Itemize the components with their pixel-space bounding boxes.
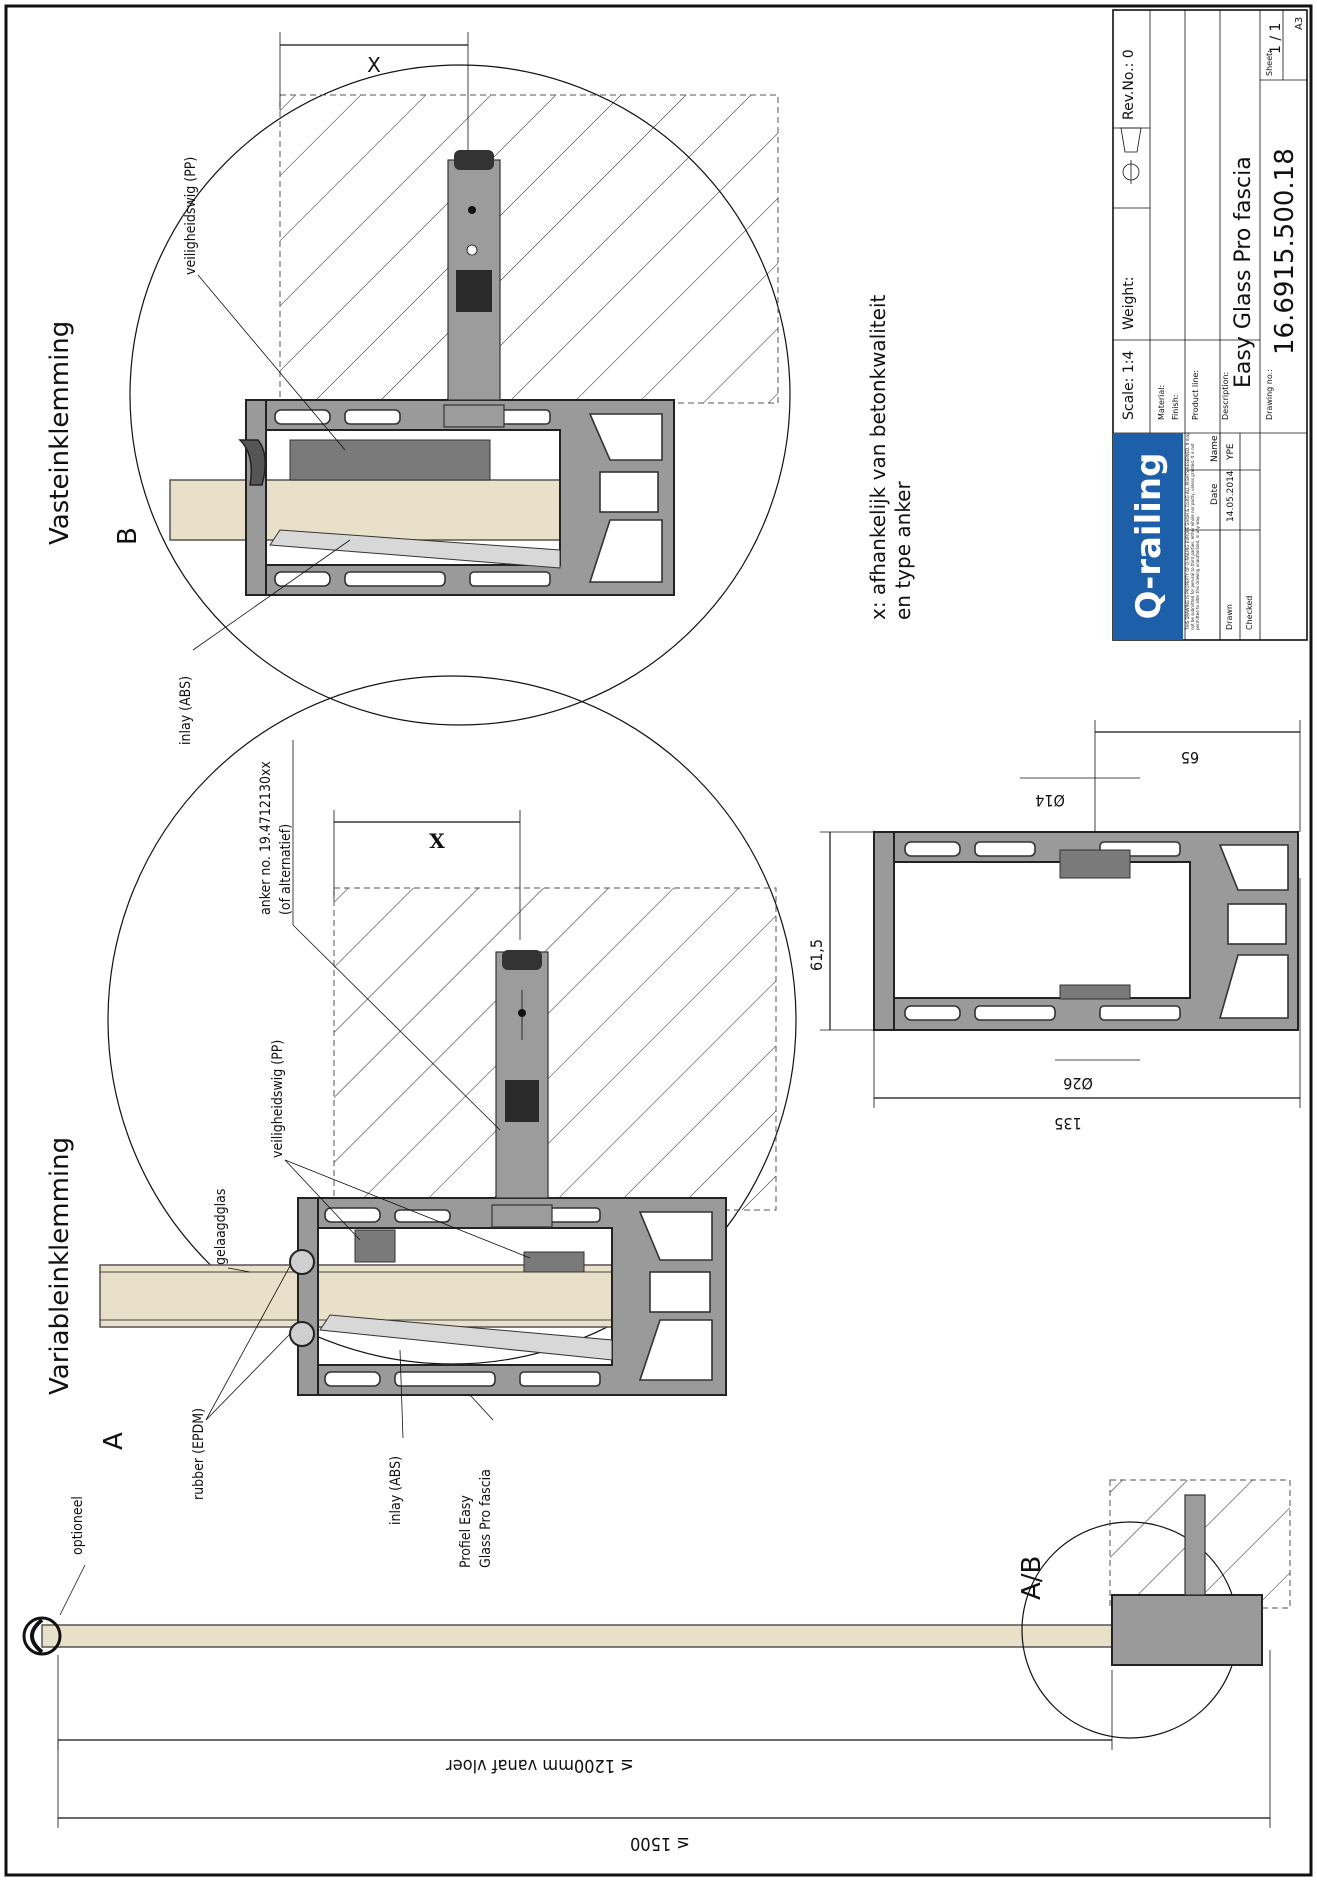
dim-135: 135 (1054, 1114, 1081, 1133)
fixed-title: Vasteinklemming (45, 321, 75, 545)
drawing-no-label: Drawing no.: (1265, 369, 1274, 420)
finish-label: Finish: (1171, 395, 1180, 420)
material-label: Material: (1157, 385, 1166, 420)
section-a-detail: X Variableinklemming A gelaagdglas veili… (45, 675, 797, 1568)
date-value: 14.05.2014 (1226, 470, 1236, 522)
anchor-a (491, 950, 553, 1228)
label-profiel-1: Profiel Easy (458, 1495, 474, 1568)
symbol-projection-icon (1120, 127, 1142, 184)
profile-section: 61,5 135 Ø26 65 Ø14 (807, 720, 1301, 1133)
dim-1200: ≤ 1200mm vanaf vloer (446, 1755, 634, 1776)
scale-label: Scale: 1:4 (1121, 351, 1137, 420)
dim-x-b: X (367, 53, 381, 77)
dim-d14: Ø14 (1035, 791, 1065, 810)
description-value: Easy Glass Pro fascia (1231, 156, 1256, 388)
drawing-no-value: 16.6915.500.18 (1270, 148, 1300, 355)
label-inlay-b: inlay (ABS) (178, 676, 194, 745)
wedge-a (354, 1229, 396, 1263)
label-gelaagdglas: gelaagdglas (213, 1189, 229, 1265)
inlay-a (319, 1314, 613, 1361)
concrete-a (333, 887, 777, 1211)
logo-text: Q-railing (1129, 453, 1169, 620)
rev-no-label: Rev.No.: 0 (1121, 49, 1137, 120)
wedge-b (289, 439, 491, 481)
name-label: Name (1210, 435, 1220, 462)
note-line-1: x: afhankelijk van betonkwaliteit (866, 294, 890, 620)
label-anker-1: anker no. 19.4712130xx (258, 761, 274, 915)
full-railing-view: A/B optioneel ≤ 1200mm vanaf vloer ≤ 150… (22, 1479, 1291, 1854)
drawing-frame (4, 4, 1313, 1877)
note-line-2: en type anker (891, 481, 915, 620)
dim-d26: Ø26 (1063, 1074, 1093, 1093)
rubber-gasket-bottom-a (289, 1321, 315, 1347)
inlay-b (269, 529, 561, 569)
product-line-label: Product line: (1191, 370, 1200, 420)
dim-61-5: 61,5 (807, 939, 826, 971)
checked-label: Checked (1245, 596, 1254, 630)
q-railing-logo (1113, 433, 1183, 640)
variable-title: Variableinklemming (45, 1137, 75, 1395)
name-value: YPE (1226, 443, 1236, 461)
dim-65: 65 (1181, 748, 1199, 767)
section-a-label: A (99, 1432, 129, 1450)
dim-x-a: X (429, 829, 445, 853)
section-b-label: B (113, 527, 143, 545)
label-veiligheidswig-a: veiligheidswig (PP) (270, 1040, 286, 1158)
section-ab-label: A/B (1017, 1556, 1047, 1600)
label-inlay-a: inlay (ABS) (388, 1456, 404, 1525)
title-block: Q-railing Scale: 1:4 Weight: Rev.No.: 0 … (1112, 9, 1308, 641)
label-veiligheidswig-b: veiligheidswig (PP) (183, 157, 199, 275)
format-value: A3 (1294, 17, 1305, 30)
weight-label: Weight: (1121, 277, 1137, 331)
sheet-label: Sheet: (1265, 50, 1274, 76)
dim-1500: ≤ 1500 (630, 1833, 690, 1854)
glass-a (99, 1264, 623, 1328)
section-b-detail: X Vasteinklemming B veiligheidswig (PP) … (45, 32, 791, 745)
anchor-b (443, 150, 505, 428)
label-rubber: rubber (EPDM) (191, 1408, 207, 1500)
drawn-label: Drawn (1225, 604, 1234, 630)
date-label: Date (1210, 483, 1220, 505)
description-label: Description: (1221, 372, 1230, 420)
optional-cap (30, 1618, 44, 1654)
sheet-value: 1 / 1 (1268, 23, 1284, 54)
glass-b (169, 479, 571, 541)
glass-full (41, 1624, 1193, 1648)
rubber-b (238, 439, 266, 486)
label-profiel-2: Glass Pro fascia (478, 1469, 494, 1568)
label-anker-2: (of alternatief) (278, 824, 294, 915)
label-optioneel: optioneel (70, 1496, 86, 1555)
rubber-gasket-top-a (289, 1249, 315, 1275)
detail-circle-b (129, 64, 791, 726)
concrete-b (279, 94, 779, 404)
